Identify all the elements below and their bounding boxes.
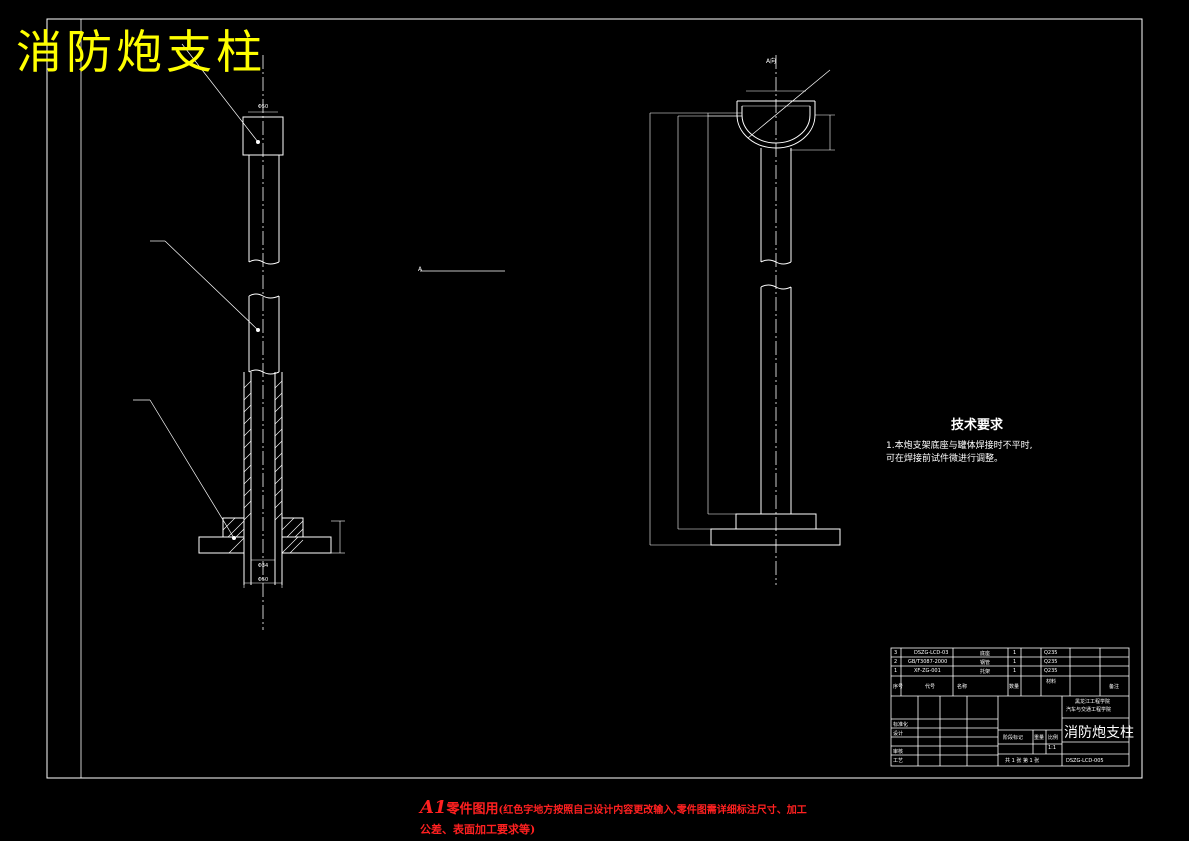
svg-text:Φ50: Φ50 [258, 104, 268, 110]
footer-a1: A1 [420, 797, 447, 818]
tech-line-1: 1.本炮支架底座与罐体焊接时不平时, [886, 441, 1033, 451]
part-3-material: Q235 [1044, 650, 1058, 656]
part-1-qty: 1 [1013, 668, 1017, 674]
svg-text:Φ50: Φ50 [258, 577, 268, 583]
header-material: 材料 [1046, 679, 1057, 685]
view-label: A向 [766, 58, 777, 65]
label-scale: 比例 [1048, 735, 1059, 741]
inner-border [80, 18, 1143, 779]
tech-requirements-title: 技术要求 [951, 418, 1004, 433]
label-designer: 设计 [893, 731, 904, 737]
label-checker: 审核 [893, 749, 904, 755]
header-qty: 数量 [1009, 684, 1020, 690]
label-standardization: 标准化 [893, 722, 909, 728]
footer-note-line-2: 公差、表面加工要求等) [420, 823, 536, 836]
part-3-name: 底座 [980, 651, 991, 657]
part-1-no: 1 [894, 668, 898, 674]
part-2-name: 钢管 [980, 660, 991, 666]
part-2-material: Q235 [1044, 659, 1058, 665]
left-view: Φ50 [133, 43, 505, 630]
part-3-qty: 1 [1013, 650, 1017, 656]
part-3-no: 3 [894, 650, 898, 656]
footer-title: A1零件图用(红色字地方按照自己设计内容更改输入,零件图需详细标注尺寸、加工 [420, 797, 807, 818]
school-name: 黑龙江工程学院 [1075, 699, 1111, 705]
header-note: 备注 [1109, 684, 1120, 690]
part-2-no: 2 [894, 659, 898, 665]
footer-note-line-1: (红色字地方按照自己设计内容更改输入,零件图需详细标注尺寸、加工 [498, 805, 807, 816]
tech-requirements-text: 1.本炮支架底座与罐体焊接时不平时, 可在焊接前试件微进行调整。 [886, 440, 1032, 466]
label-weight: 重量 [1034, 735, 1045, 741]
label-process: 工艺 [893, 758, 904, 764]
part-1-name: 托架 [980, 669, 991, 675]
part-2-qty: 1 [1013, 659, 1017, 665]
title-block-grid [890, 647, 1130, 767]
part-1-material: Q235 [1044, 668, 1058, 674]
drawing-title: 消防炮支柱 [16, 25, 266, 79]
footer-title-text: 零件图用 [446, 802, 499, 817]
part-1-code: XF-ZG-001 [914, 668, 941, 674]
part-2-code: GB/T3087-2000 [908, 659, 948, 665]
right-view [649, 55, 841, 585]
outer-border [46, 18, 1143, 779]
header-name: 名称 [957, 684, 968, 690]
section-marker: A [418, 266, 423, 273]
title-block-drawing-name: 消防炮支柱 [1064, 725, 1134, 741]
tech-line-2: 可在焊接前试件微进行调整。 [886, 454, 1004, 464]
part-3-code: DSZG-LCD-03 [914, 650, 949, 656]
svg-text:Φ34: Φ34 [258, 563, 268, 569]
sheet-info: 共 1 张 第 1 张 [1005, 758, 1040, 764]
header-code: 代号 [925, 684, 936, 690]
label-stage: 阶段标记 [1003, 735, 1024, 741]
header-no: 序号 [893, 684, 904, 690]
scale-value: 1:1 [1048, 745, 1057, 751]
department-name: 汽车与交通工程学院 [1066, 707, 1112, 713]
drawing-number: DSZG-LCD-005 [1066, 758, 1104, 764]
